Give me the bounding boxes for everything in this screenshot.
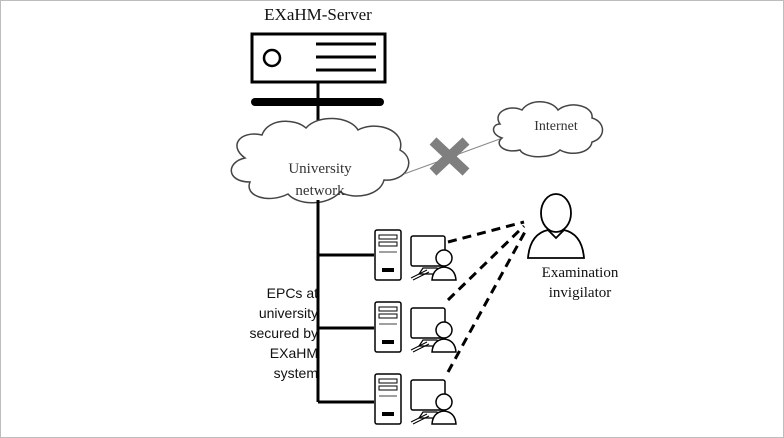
internet-cloud (492, 101, 604, 158)
workstation-2 (374, 301, 457, 353)
workstation-3 (374, 373, 457, 425)
invigilation-lines (446, 220, 528, 373)
university-network-label: University network (288, 161, 352, 199)
cross-icon (429, 137, 470, 176)
server-icon (250, 32, 387, 84)
university-network-cloud (230, 117, 410, 204)
server-title: EXaHM-Server (264, 5, 372, 24)
invigilator-label: Examination invigilator (541, 265, 619, 301)
internet-label: Internet (534, 119, 578, 134)
workstation-1 (374, 229, 457, 281)
epc-label: EPCs at university secured by EXaHM syst… (249, 285, 318, 381)
person-icon (527, 193, 585, 259)
